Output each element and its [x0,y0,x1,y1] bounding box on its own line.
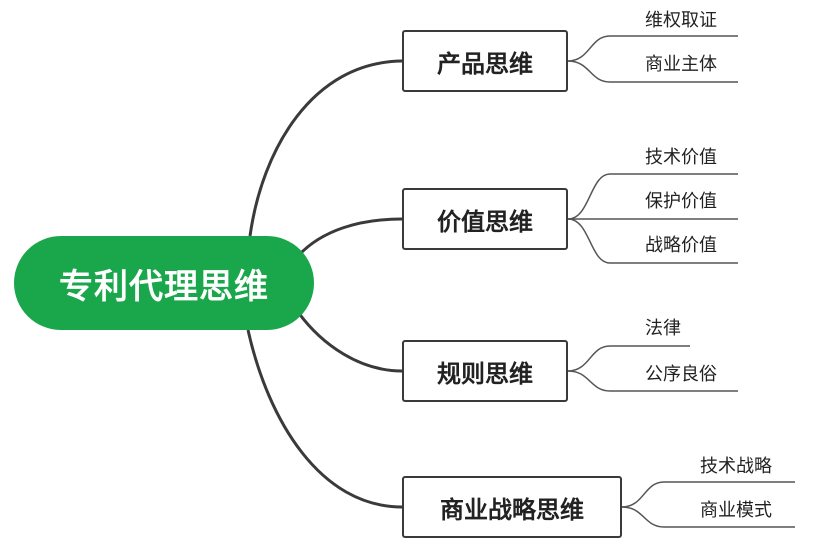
connector-product-leaf2 [567,60,738,83]
branch-node-business-strategy[interactable]: 商业战略思维 [402,476,622,538]
connector-rules-leaf2 [567,370,738,392]
connector-product-leaf1 [567,35,738,62]
leaf-technical-value[interactable]: 技术价值 [645,147,717,168]
leaf-strategic-value[interactable]: 战略价值 [645,235,717,256]
leaf-rights-evidence[interactable]: 维权取证 [645,10,717,31]
leaf-public-order[interactable]: 公序良俗 [645,364,717,385]
leaf-business-model[interactable]: 商业模式 [700,500,772,521]
connector-root-value [296,217,403,258]
root-node[interactable]: 专利代理思维 [14,236,314,330]
leaf-business-entity[interactable]: 商业主体 [645,54,717,75]
connector-value-leaf1 [567,173,738,220]
connector-business-leaf2 [621,506,795,528]
leaf-law[interactable]: 法律 [645,318,681,339]
branch-node-product[interactable]: 产品思维 [402,30,568,92]
connector-root-business [246,329,403,509]
branch-node-rules[interactable]: 规则思维 [402,340,568,402]
connector-root-product [248,59,403,237]
connector-root-rules [296,311,403,373]
connector-rules-leaf1 [567,345,690,372]
connector-business-leaf1 [621,481,795,508]
branch-node-value[interactable]: 价值思维 [402,188,568,250]
leaf-technical-strategy[interactable]: 技术战略 [700,456,772,477]
leaf-protection-value[interactable]: 保护价值 [645,191,717,212]
connector-value-leaf3 [567,218,738,264]
